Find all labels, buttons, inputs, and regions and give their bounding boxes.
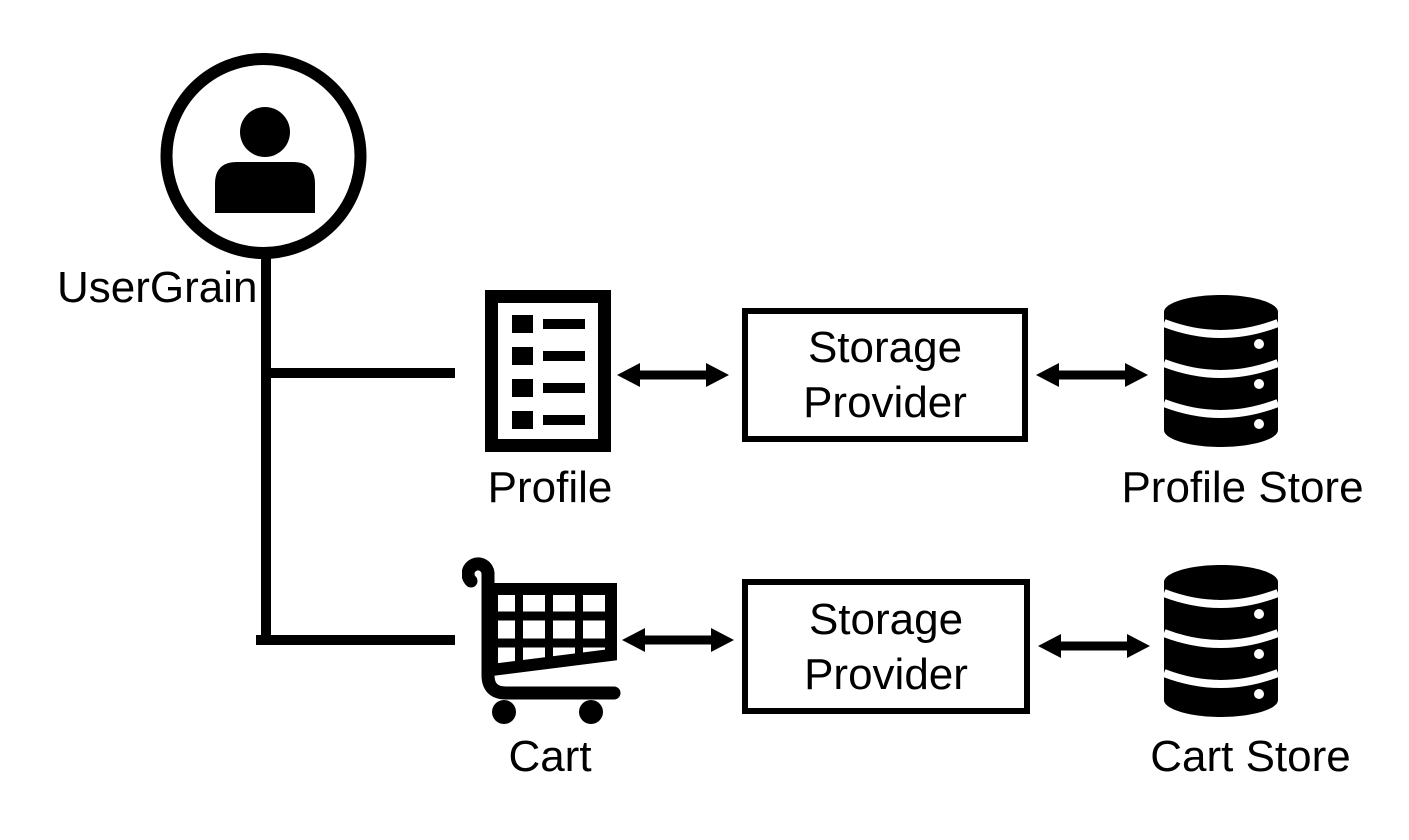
cart-store-label: Cart Store — [1150, 732, 1351, 781]
profile-store-label: Profile Store — [1121, 463, 1364, 512]
storage-provider-label-line1: Storage — [807, 323, 963, 372]
storage-provider-box: Storage Provider — [742, 579, 1030, 714]
storage-provider-box: Storage Provider — [742, 308, 1028, 442]
usergrain-label: UserGrain — [57, 263, 258, 312]
connector-line-profile-branch — [261, 368, 455, 378]
storage-provider-label-line1: Storage — [808, 594, 964, 644]
connector-line-cart-branch — [256, 635, 455, 645]
storage-provider-label-line2: Provider — [804, 649, 968, 699]
connector-line-vertical — [261, 255, 271, 645]
database-icon — [1162, 565, 1280, 717]
profile-label: Profile — [487, 463, 613, 512]
cart-label: Cart — [508, 732, 592, 781]
double-arrow-icon — [622, 628, 734, 652]
double-arrow-icon — [1036, 363, 1148, 387]
double-arrow-icon — [617, 363, 729, 387]
user-circle-icon — [160, 53, 367, 259]
shopping-cart-icon — [462, 557, 621, 724]
profile-list-icon — [485, 290, 611, 452]
storage-provider-label-line2: Provider — [803, 378, 967, 427]
database-icon — [1162, 295, 1280, 447]
double-arrow-icon — [1038, 634, 1150, 658]
